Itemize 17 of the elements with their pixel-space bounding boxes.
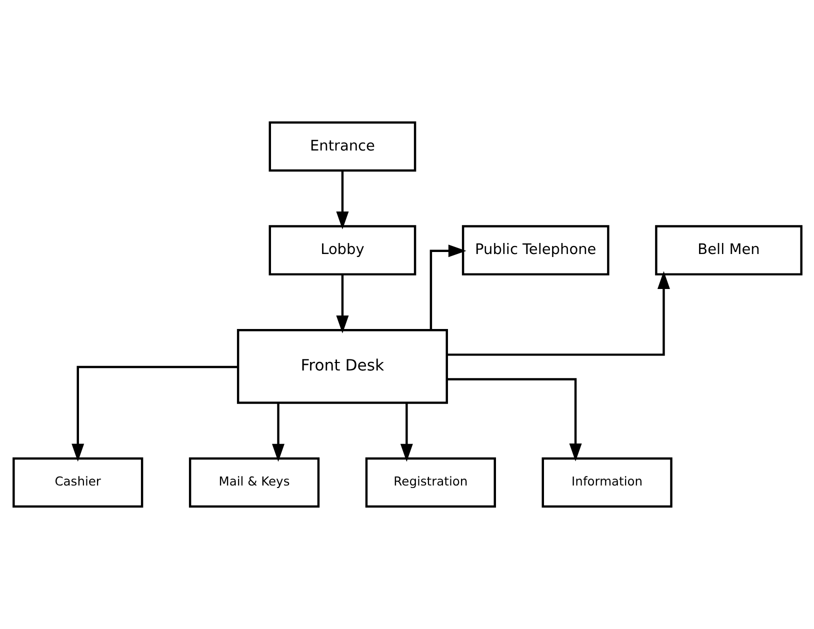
node-box: Registration [364,457,496,508]
node-box: Cashier [12,457,143,508]
arrow [446,271,670,356]
node-box: Bell Men [654,225,802,276]
node-box: Information [541,457,672,508]
arrow [429,244,466,330]
arrow [446,378,582,462]
arrow [71,366,238,462]
arrow [336,170,348,230]
node-box: Lobby [268,225,416,276]
node-box: Public Telephone [461,225,609,276]
arrow [336,274,348,334]
node-box: Entrance [268,121,416,172]
arrow [272,402,284,462]
node-box: Mail & Keys [188,457,320,508]
node-box: Front Desk [236,329,448,404]
arrow [400,402,412,462]
